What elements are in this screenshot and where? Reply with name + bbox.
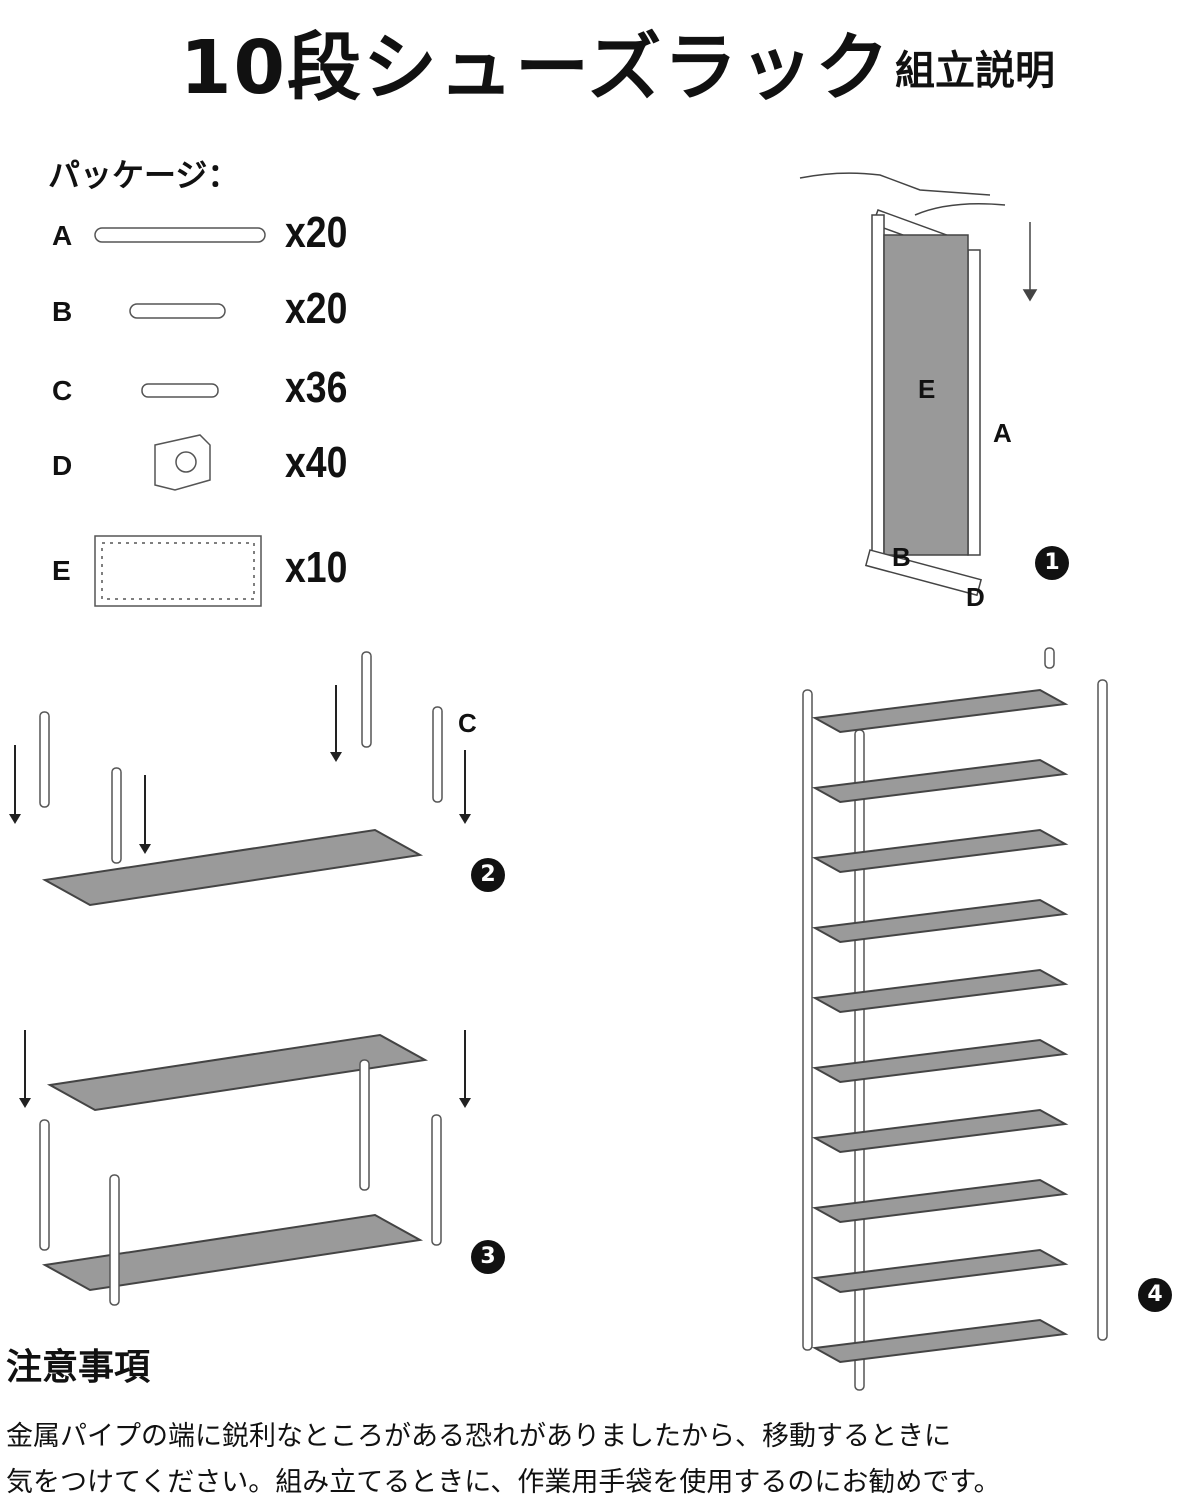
rack-shelf — [811, 1038, 1069, 1084]
rack-shelf — [811, 1248, 1069, 1294]
rack-pole — [802, 689, 813, 1351]
part-count-b: x20 — [285, 284, 348, 333]
step2-shelf — [41, 828, 424, 907]
step-number-3: 3 — [471, 1240, 505, 1274]
part-label-b: B — [52, 296, 73, 327]
hand-left — [799, 172, 991, 196]
step2-arrow-head — [459, 814, 471, 824]
rack-shelf — [811, 758, 1069, 804]
package-title: パッケージ： — [48, 156, 240, 194]
part-a-pipe — [94, 227, 266, 243]
page-subtitle: 組立説明 — [895, 48, 1055, 94]
step3-arrow-head — [459, 1098, 471, 1108]
label-b: B — [892, 542, 911, 572]
step3-pole — [39, 1119, 50, 1251]
step2-arrow-head — [139, 844, 151, 854]
step2-arrow-head — [330, 752, 342, 762]
part-label-e: E — [52, 555, 71, 586]
pipe-a — [967, 249, 981, 556]
hand-right — [914, 203, 1006, 216]
part-b-pipe — [129, 303, 226, 319]
rack-shelf — [811, 828, 1069, 874]
part-count-c: x36 — [285, 363, 348, 412]
rack-pole — [854, 729, 865, 1391]
step-number-2: 2 — [471, 858, 505, 892]
rack-shelf — [811, 968, 1069, 1014]
step2-pole — [361, 651, 372, 748]
step2-pole — [39, 711, 50, 808]
pipe-left — [871, 214, 885, 556]
part-label-a: A — [52, 220, 73, 251]
label-c: C — [458, 708, 477, 738]
step1-drawing — [799, 172, 1038, 597]
part-d-hole — [175, 451, 197, 473]
step2-pole — [111, 767, 122, 864]
rack-shelf — [811, 688, 1069, 734]
step-number-1: 1 — [1035, 546, 1069, 580]
step3-arrow-head — [19, 1098, 31, 1108]
pipe-b — [864, 549, 983, 597]
fabric-e — [883, 234, 969, 556]
step-number-4: 4 — [1138, 1278, 1172, 1312]
parts-drawings — [94, 227, 266, 607]
shelf-drawings — [9, 647, 1108, 1391]
part-count-d: x40 — [285, 438, 348, 487]
rack-shelf — [811, 1108, 1069, 1154]
part-count-a: x20 — [285, 208, 348, 257]
label-a: A — [993, 418, 1012, 448]
part-e-fabric — [94, 535, 262, 607]
notes-title: 注意事項 — [6, 1347, 151, 1388]
part-label-d: D — [52, 450, 73, 481]
step2-pole — [432, 706, 443, 803]
part-count-e: x10 — [285, 543, 348, 592]
note-line-2: 気をつけてください。組み立てるときに、作業用手袋を使用するのにお勧めです。 — [6, 1467, 1001, 1498]
rack-shelf — [811, 1178, 1069, 1224]
step3-pole — [431, 1114, 442, 1246]
rack-pole — [1097, 679, 1108, 1341]
rack-shelf — [811, 898, 1069, 944]
note-line-1: 金属パイプの端に鋭利なところがある恐れがありましたから、移動するときに — [6, 1421, 951, 1452]
step3-upper-shelf — [46, 1033, 429, 1112]
part-c-pipe — [141, 383, 219, 398]
step3-pole — [109, 1174, 120, 1306]
step2-arrow-head — [9, 814, 21, 824]
label-e: E — [918, 374, 936, 404]
label-d: D — [966, 582, 985, 612]
step3-pole — [359, 1059, 370, 1191]
page-title: 10段シューズラック — [180, 25, 892, 111]
part-label-c: C — [52, 375, 73, 406]
step3-lower-shelf — [41, 1213, 424, 1292]
rack-pole — [1044, 647, 1055, 669]
rack-shelf — [811, 1318, 1069, 1364]
arrow-head — [1022, 289, 1038, 302]
